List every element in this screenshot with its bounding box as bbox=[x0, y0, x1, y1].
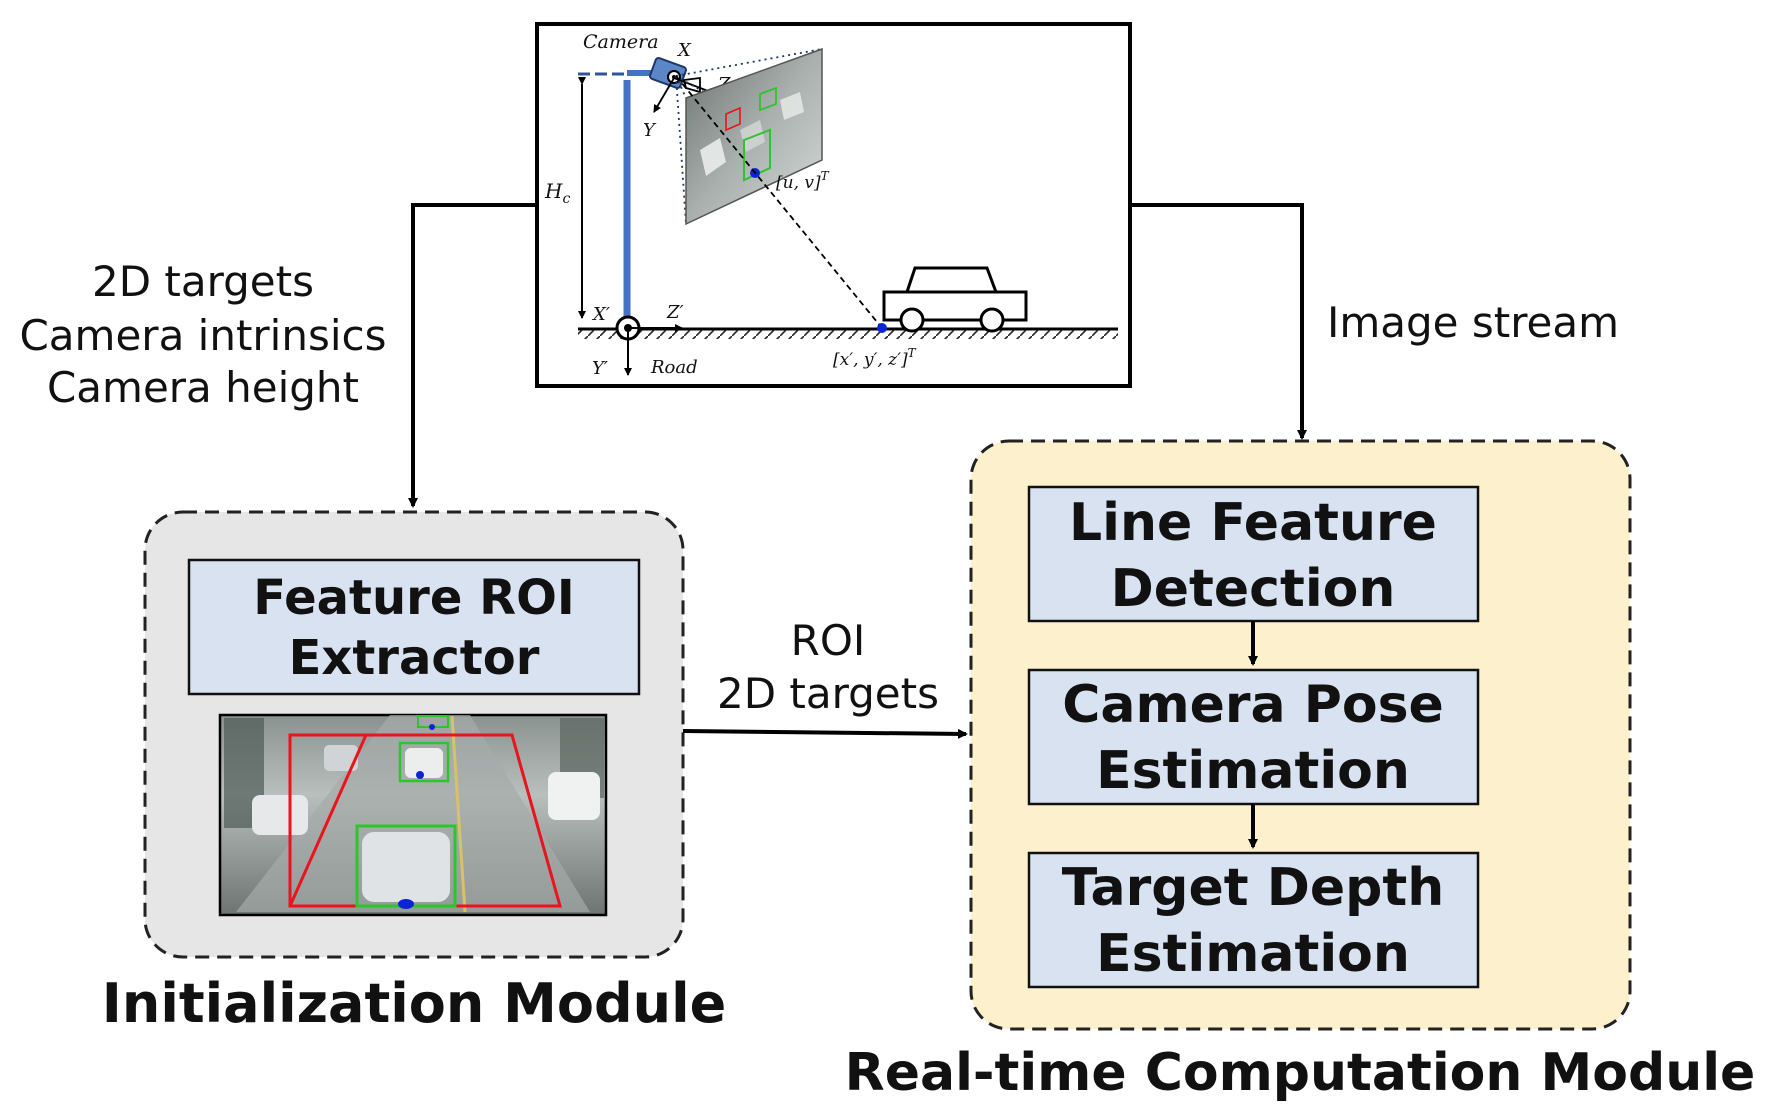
arrow-scene-to-realtime bbox=[1130, 203, 1307, 440]
camera-pose-estimation-block bbox=[1027, 668, 1480, 806]
left-input-3: Camera height bbox=[47, 363, 359, 412]
init-module-title: Initialization Module bbox=[102, 972, 726, 1035]
middle-link-line2: 2D targets bbox=[717, 669, 939, 718]
image-plane bbox=[685, 47, 823, 226]
line-feature-line1: Line Feature bbox=[1069, 493, 1437, 553]
initialization-module: Feature ROI Extractor bbox=[143, 510, 685, 959]
camera-pose-line1: Camera Pose bbox=[1062, 675, 1444, 735]
axis-y-prime-label: Y′ bbox=[592, 358, 608, 379]
middle-link-line1: ROI bbox=[791, 616, 866, 665]
left-input-2: Camera intrinsics bbox=[19, 311, 386, 360]
target-depth-line1: Target Depth bbox=[1062, 858, 1444, 918]
target-depth-line2: Estimation bbox=[1096, 924, 1410, 984]
arrow-scene-to-init bbox=[408, 203, 537, 508]
image-point-label: [u, v]T bbox=[776, 169, 830, 193]
world-point bbox=[877, 323, 887, 333]
ground-hatch bbox=[578, 330, 1118, 339]
camera-pose-line2: Estimation bbox=[1096, 741, 1410, 801]
left-inputs: 2D targets Camera intrinsics Camera heig… bbox=[19, 257, 386, 412]
roi-example-image bbox=[218, 713, 608, 917]
feature-roi-line1: Feature ROI bbox=[253, 570, 574, 626]
road-label: Road bbox=[650, 357, 698, 378]
camera-label: Camera bbox=[583, 31, 659, 53]
arrow-init-to-realtime bbox=[682, 728, 968, 739]
line-feature-line2: Detection bbox=[1111, 559, 1396, 619]
feature-roi-extractor-block bbox=[187, 558, 641, 696]
car-icon bbox=[882, 266, 1028, 333]
world-point-label: [x′, y′, z′]T bbox=[833, 346, 917, 370]
axis-x-label: X bbox=[676, 40, 692, 61]
axis-x-prime-label: X′ bbox=[591, 304, 610, 325]
left-input-1: 2D targets bbox=[92, 257, 314, 306]
projection-ray bbox=[675, 75, 883, 329]
axis-z-prime-label: Z′ bbox=[666, 302, 684, 323]
feature-roi-line2: Extractor bbox=[289, 630, 540, 686]
axis-y-label: Y bbox=[643, 120, 657, 141]
line-feature-detection-block bbox=[1027, 485, 1480, 623]
axis-y-arrow bbox=[653, 77, 675, 113]
realtime-module-title: Real-time Computation Module bbox=[845, 1043, 1756, 1103]
height-label: Hc bbox=[544, 179, 570, 207]
realtime-module: Line Feature Detection Camera Pose Estim… bbox=[969, 439, 1632, 1031]
right-input-label: Image stream bbox=[1327, 298, 1619, 347]
target-depth-estimation-block bbox=[1027, 851, 1480, 989]
camera-geometry-scene: Hc Camera X Z Y bbox=[535, 22, 1132, 388]
